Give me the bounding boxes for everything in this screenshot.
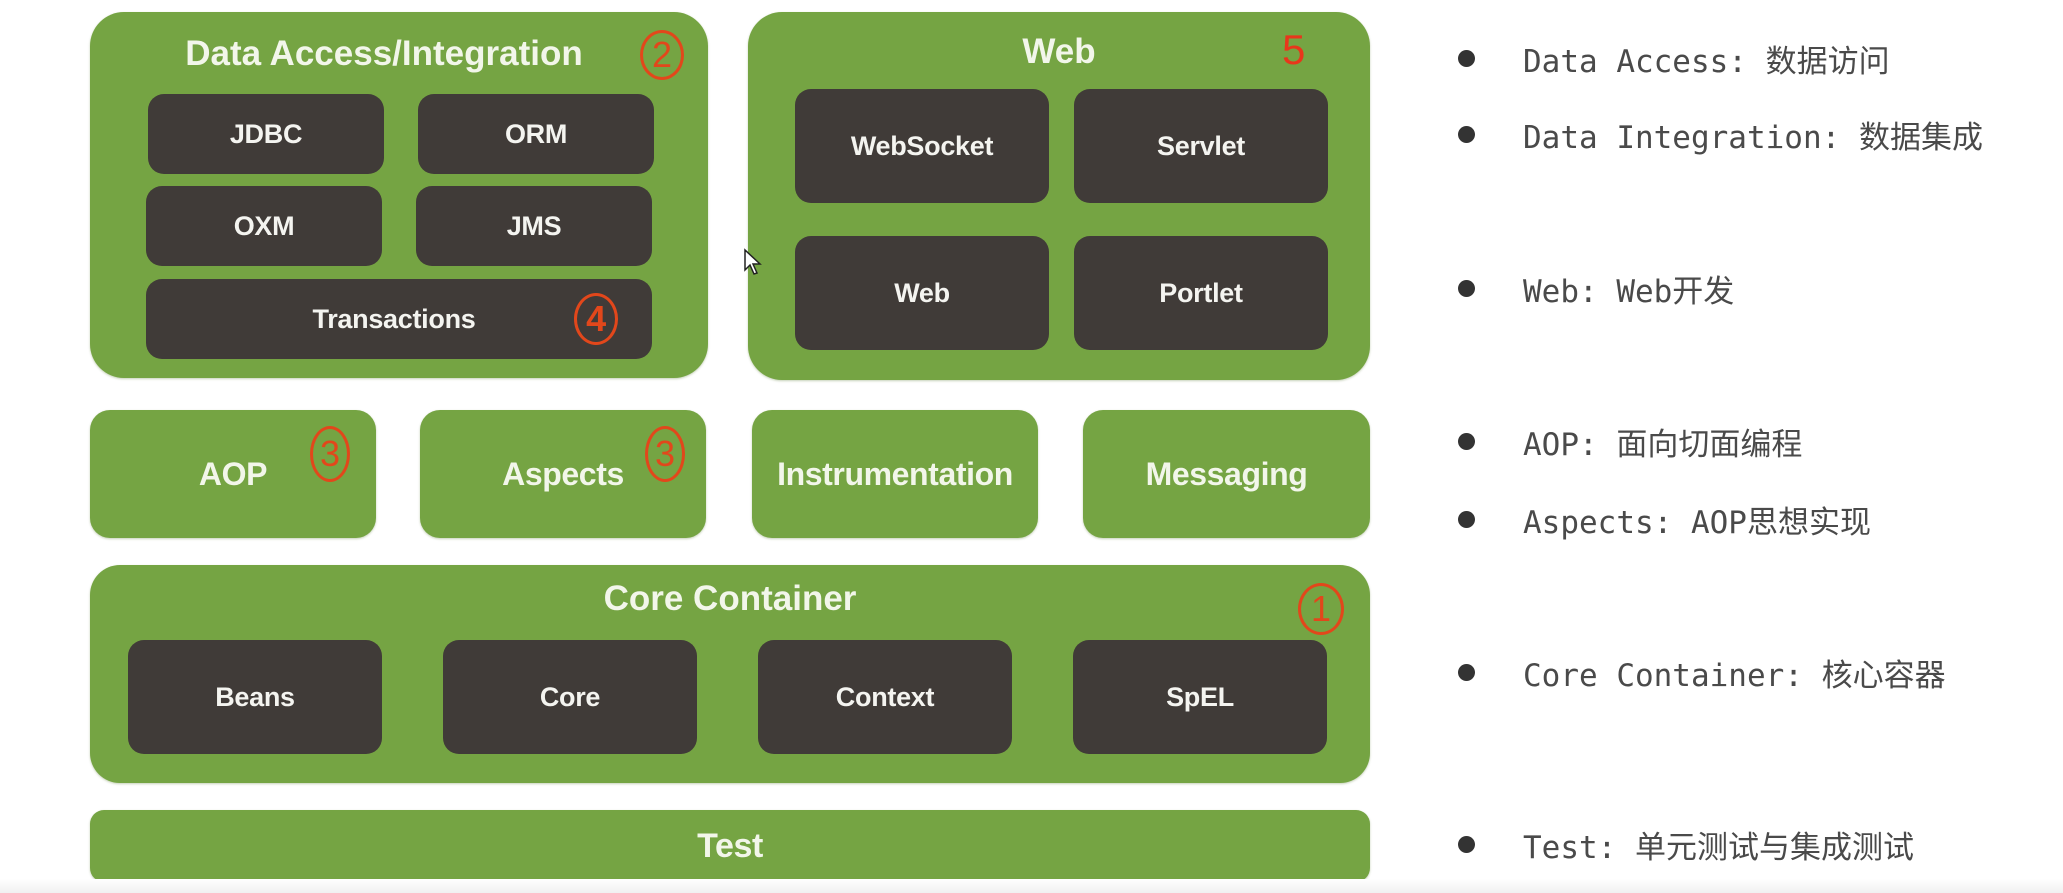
module-web: Web: [795, 236, 1049, 350]
note-item: Data Integration: 数据集成: [1458, 112, 1983, 157]
note-text: Data Integration: 数据集成: [1523, 120, 1983, 156]
transactions-label: Transactions: [312, 303, 476, 334]
note-item: Core Container: 核心容器: [1458, 650, 1946, 695]
note-text: AOP: 面向切面编程: [1523, 427, 1803, 463]
bullet-icon: [1458, 511, 1475, 528]
test-label: Test: [697, 826, 763, 865]
bullet-icon: [1458, 836, 1475, 853]
marker-4: 4: [574, 293, 618, 345]
module-context: Context: [758, 640, 1012, 754]
module-websocket: WebSocket: [795, 89, 1049, 203]
aspects-label: Aspects: [502, 455, 624, 492]
module-jdbc: JDBC: [148, 94, 384, 174]
note-item: AOP: 面向切面编程: [1458, 419, 1802, 464]
module-aspects: Aspects 3: [420, 410, 706, 538]
module-instrumentation: Instrumentation: [752, 410, 1038, 538]
bullet-icon: [1458, 433, 1475, 450]
module-transactions: Transactions 4: [146, 279, 652, 359]
bullet-icon: [1458, 664, 1475, 681]
note-text: Data Access: 数据访问: [1523, 44, 1890, 80]
marker-1: 1: [1298, 583, 1344, 635]
bullet-icon: [1458, 50, 1475, 67]
data-access-integration-title: Data Access/Integration: [185, 34, 583, 73]
module-portlet: Portlet: [1074, 236, 1328, 350]
marker-3-aspects: 3: [645, 426, 685, 482]
data-access-integration-group: Data Access/Integration 2 JDBC ORM OXM J…: [90, 12, 708, 378]
note-item: Aspects: AOP思想实现: [1458, 497, 1871, 542]
note-text: Web: Web开发: [1523, 274, 1735, 310]
bullet-icon: [1458, 280, 1475, 297]
note-item: Test: 单元测试与集成测试: [1458, 822, 1914, 867]
marker-3-aop: 3: [310, 426, 350, 482]
module-oxm: OXM: [146, 186, 382, 266]
bottom-edge: [0, 879, 2063, 893]
module-core: Core: [443, 640, 697, 754]
core-container-group: Core Container 1 Beans Core Context SpEL: [90, 565, 1370, 783]
instrumentation-label: Instrumentation: [777, 455, 1013, 492]
bullet-icon: [1458, 126, 1475, 143]
note-item: Data Access: 数据访问: [1458, 36, 1890, 81]
module-beans: Beans: [128, 640, 382, 754]
note-text: Aspects: AOP思想实现: [1523, 505, 1871, 541]
module-test: Test: [90, 810, 1370, 882]
marker-2: 2: [640, 30, 684, 80]
messaging-label: Messaging: [1145, 455, 1308, 492]
module-orm: ORM: [418, 94, 654, 174]
note-text: Test: 单元测试与集成测试: [1523, 830, 1914, 866]
module-aop: AOP 3: [90, 410, 376, 538]
marker-5: 5: [1282, 26, 1306, 73]
module-spel: SpEL: [1073, 640, 1327, 754]
mouse-cursor-icon: [744, 248, 762, 275]
web-group: Web 5 WebSocket Servlet Web Portlet: [748, 12, 1370, 380]
aop-label: AOP: [198, 455, 268, 492]
note-item: Web: Web开发: [1458, 266, 1734, 311]
note-text: Core Container: 核心容器: [1523, 658, 1946, 694]
web-title: Web: [1022, 32, 1096, 71]
module-jms: JMS: [416, 186, 652, 266]
module-messaging: Messaging: [1083, 410, 1370, 538]
core-container-title: Core Container: [603, 579, 857, 618]
module-servlet: Servlet: [1074, 89, 1328, 203]
